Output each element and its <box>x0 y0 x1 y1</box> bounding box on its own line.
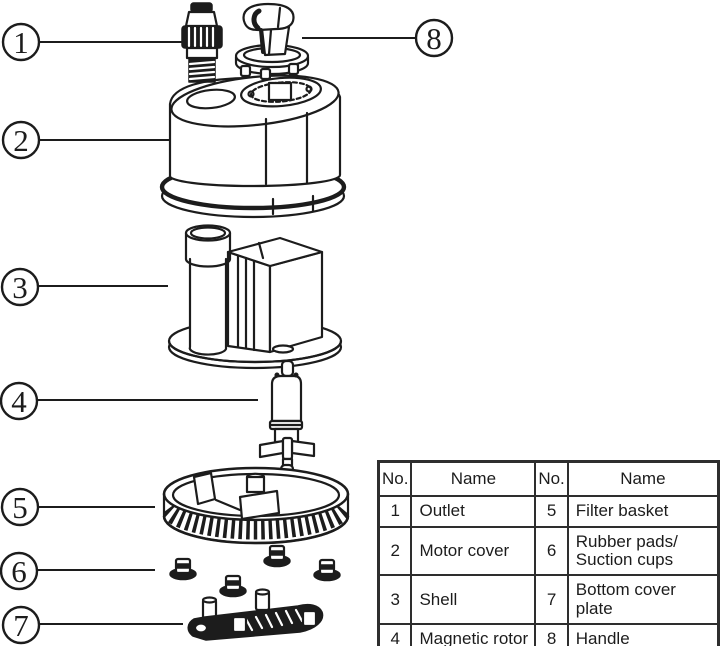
callout-circle <box>1 605 41 645</box>
callout-4: 4 <box>0 381 258 421</box>
part-no: 3 <box>377 574 413 626</box>
outlet-part <box>181 2 223 83</box>
part-no: 5 <box>534 495 569 528</box>
part-no: 8 <box>534 623 569 646</box>
part-name: Bottom cover plate <box>566 574 720 626</box>
callout-number: 5 <box>12 490 28 525</box>
part-name: Shell <box>410 574 537 626</box>
shell-part <box>167 224 343 370</box>
callout-number: 7 <box>13 608 29 643</box>
callout-circle <box>0 267 40 307</box>
part-name: Rubber pads/ Suction cups <box>566 525 720 577</box>
table-row: 4 Magnetic rotor 8 Handle <box>377 623 720 646</box>
part-no: 2 <box>377 525 413 577</box>
callout-8: 8 <box>302 18 454 58</box>
callout-number: 8 <box>426 21 442 56</box>
table-row: 1 Outlet 5 Filter basket <box>377 495 720 528</box>
part-no: 1 <box>377 495 413 528</box>
header-no-right: No. <box>534 460 569 498</box>
callout-number: 3 <box>12 270 28 305</box>
magnetic-rotor-part <box>258 359 316 476</box>
callout-number: 4 <box>11 384 27 419</box>
part-no: 4 <box>377 623 413 646</box>
part-name: Motor cover <box>410 525 537 577</box>
handle-part <box>234 2 310 81</box>
parts-table: No. Name No. Name 1 Outlet 5 Filter bask… <box>377 460 720 646</box>
part-no: 6 <box>534 525 569 577</box>
bottom-cover-plate-part <box>187 588 324 641</box>
callout-6: 6 <box>0 551 155 591</box>
callout-circle <box>1 120 41 160</box>
callout-circle <box>0 487 40 527</box>
table-header-row: No. Name No. Name <box>377 460 720 498</box>
callout-3: 3 <box>0 267 168 307</box>
callout-number: 2 <box>13 123 29 158</box>
callout-1: 1 <box>1 22 187 62</box>
callout-circle <box>414 18 454 58</box>
table-row: 2 Motor cover 6 Rubber pads/ Suction cup… <box>377 525 720 577</box>
callout-number: 1 <box>13 25 29 60</box>
callout-5: 5 <box>0 487 155 527</box>
part-name: Filter basket <box>566 495 720 528</box>
callout-circle <box>0 551 39 591</box>
part-no: 7 <box>534 574 569 626</box>
callout-number: 6 <box>11 554 27 589</box>
callout-7: 7 <box>1 605 183 645</box>
callouts: 1 2 3 4 5 <box>0 18 454 645</box>
part-name: Magnetic rotor <box>410 623 537 646</box>
motor-cover-part <box>159 74 347 219</box>
suction-cups-part <box>168 544 342 598</box>
part-name: Handle <box>566 623 720 646</box>
header-name-right: Name <box>566 460 720 498</box>
header-no-left: No. <box>377 460 413 498</box>
callout-2: 2 <box>1 120 169 160</box>
header-name-left: Name <box>410 460 537 498</box>
filter-basket-part <box>162 466 350 545</box>
callout-circle <box>0 381 39 421</box>
callout-circle <box>1 22 41 62</box>
table-row: 3 Shell 7 Bottom cover plate <box>377 574 720 626</box>
part-name: Outlet <box>410 495 537 528</box>
